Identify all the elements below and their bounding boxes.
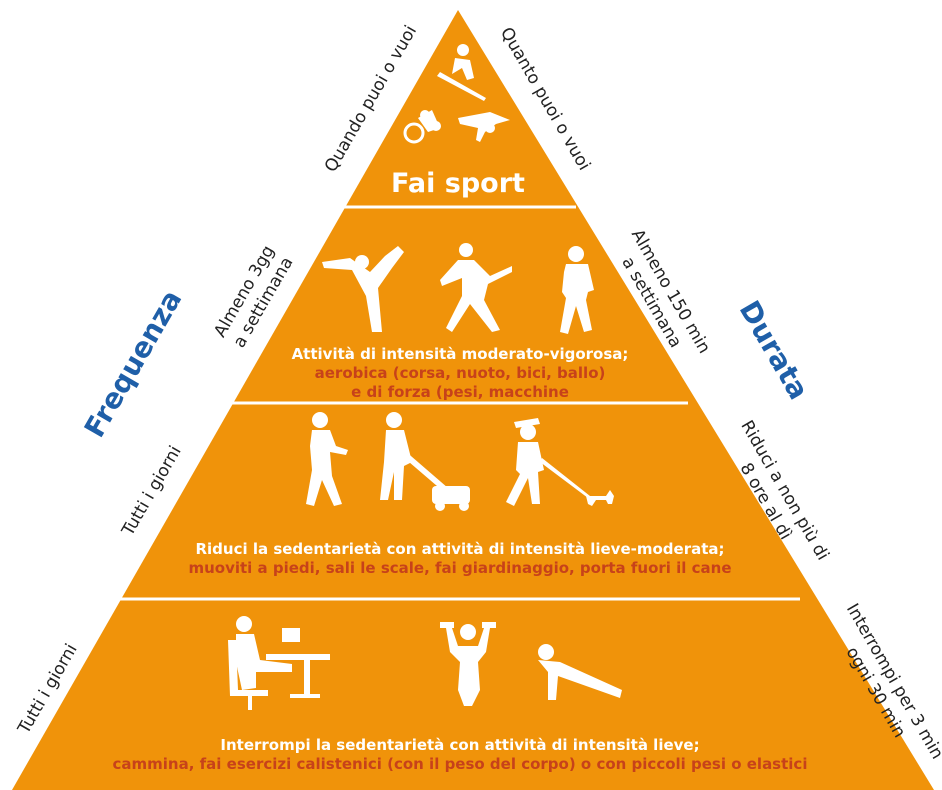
pushup-icon bbox=[538, 644, 622, 700]
dumbbell-woman-icon bbox=[440, 622, 496, 706]
runner-icon bbox=[560, 246, 594, 334]
level-2-caption: Attività di intensità moderato-vigorosa;… bbox=[291, 345, 629, 401]
ski-jump-icon bbox=[437, 44, 486, 101]
level-3-caption: Riduci la sedentarietà con attività di i… bbox=[188, 540, 732, 577]
pyramid-body bbox=[12, 10, 934, 790]
desk-worker-icon bbox=[228, 616, 330, 710]
yoga-pose-icon bbox=[322, 246, 404, 332]
level-4-caption: Interrompi la sedentarietà con attività … bbox=[112, 736, 808, 773]
walking-man-icon bbox=[306, 412, 348, 506]
cyclist-icon bbox=[403, 110, 441, 144]
dog-walking-icon bbox=[506, 418, 614, 506]
level-1-title: Fai sport bbox=[391, 168, 525, 199]
gymnast-icon bbox=[458, 112, 510, 142]
lawn-mower-icon bbox=[380, 412, 470, 511]
dancer-icon bbox=[440, 243, 512, 332]
